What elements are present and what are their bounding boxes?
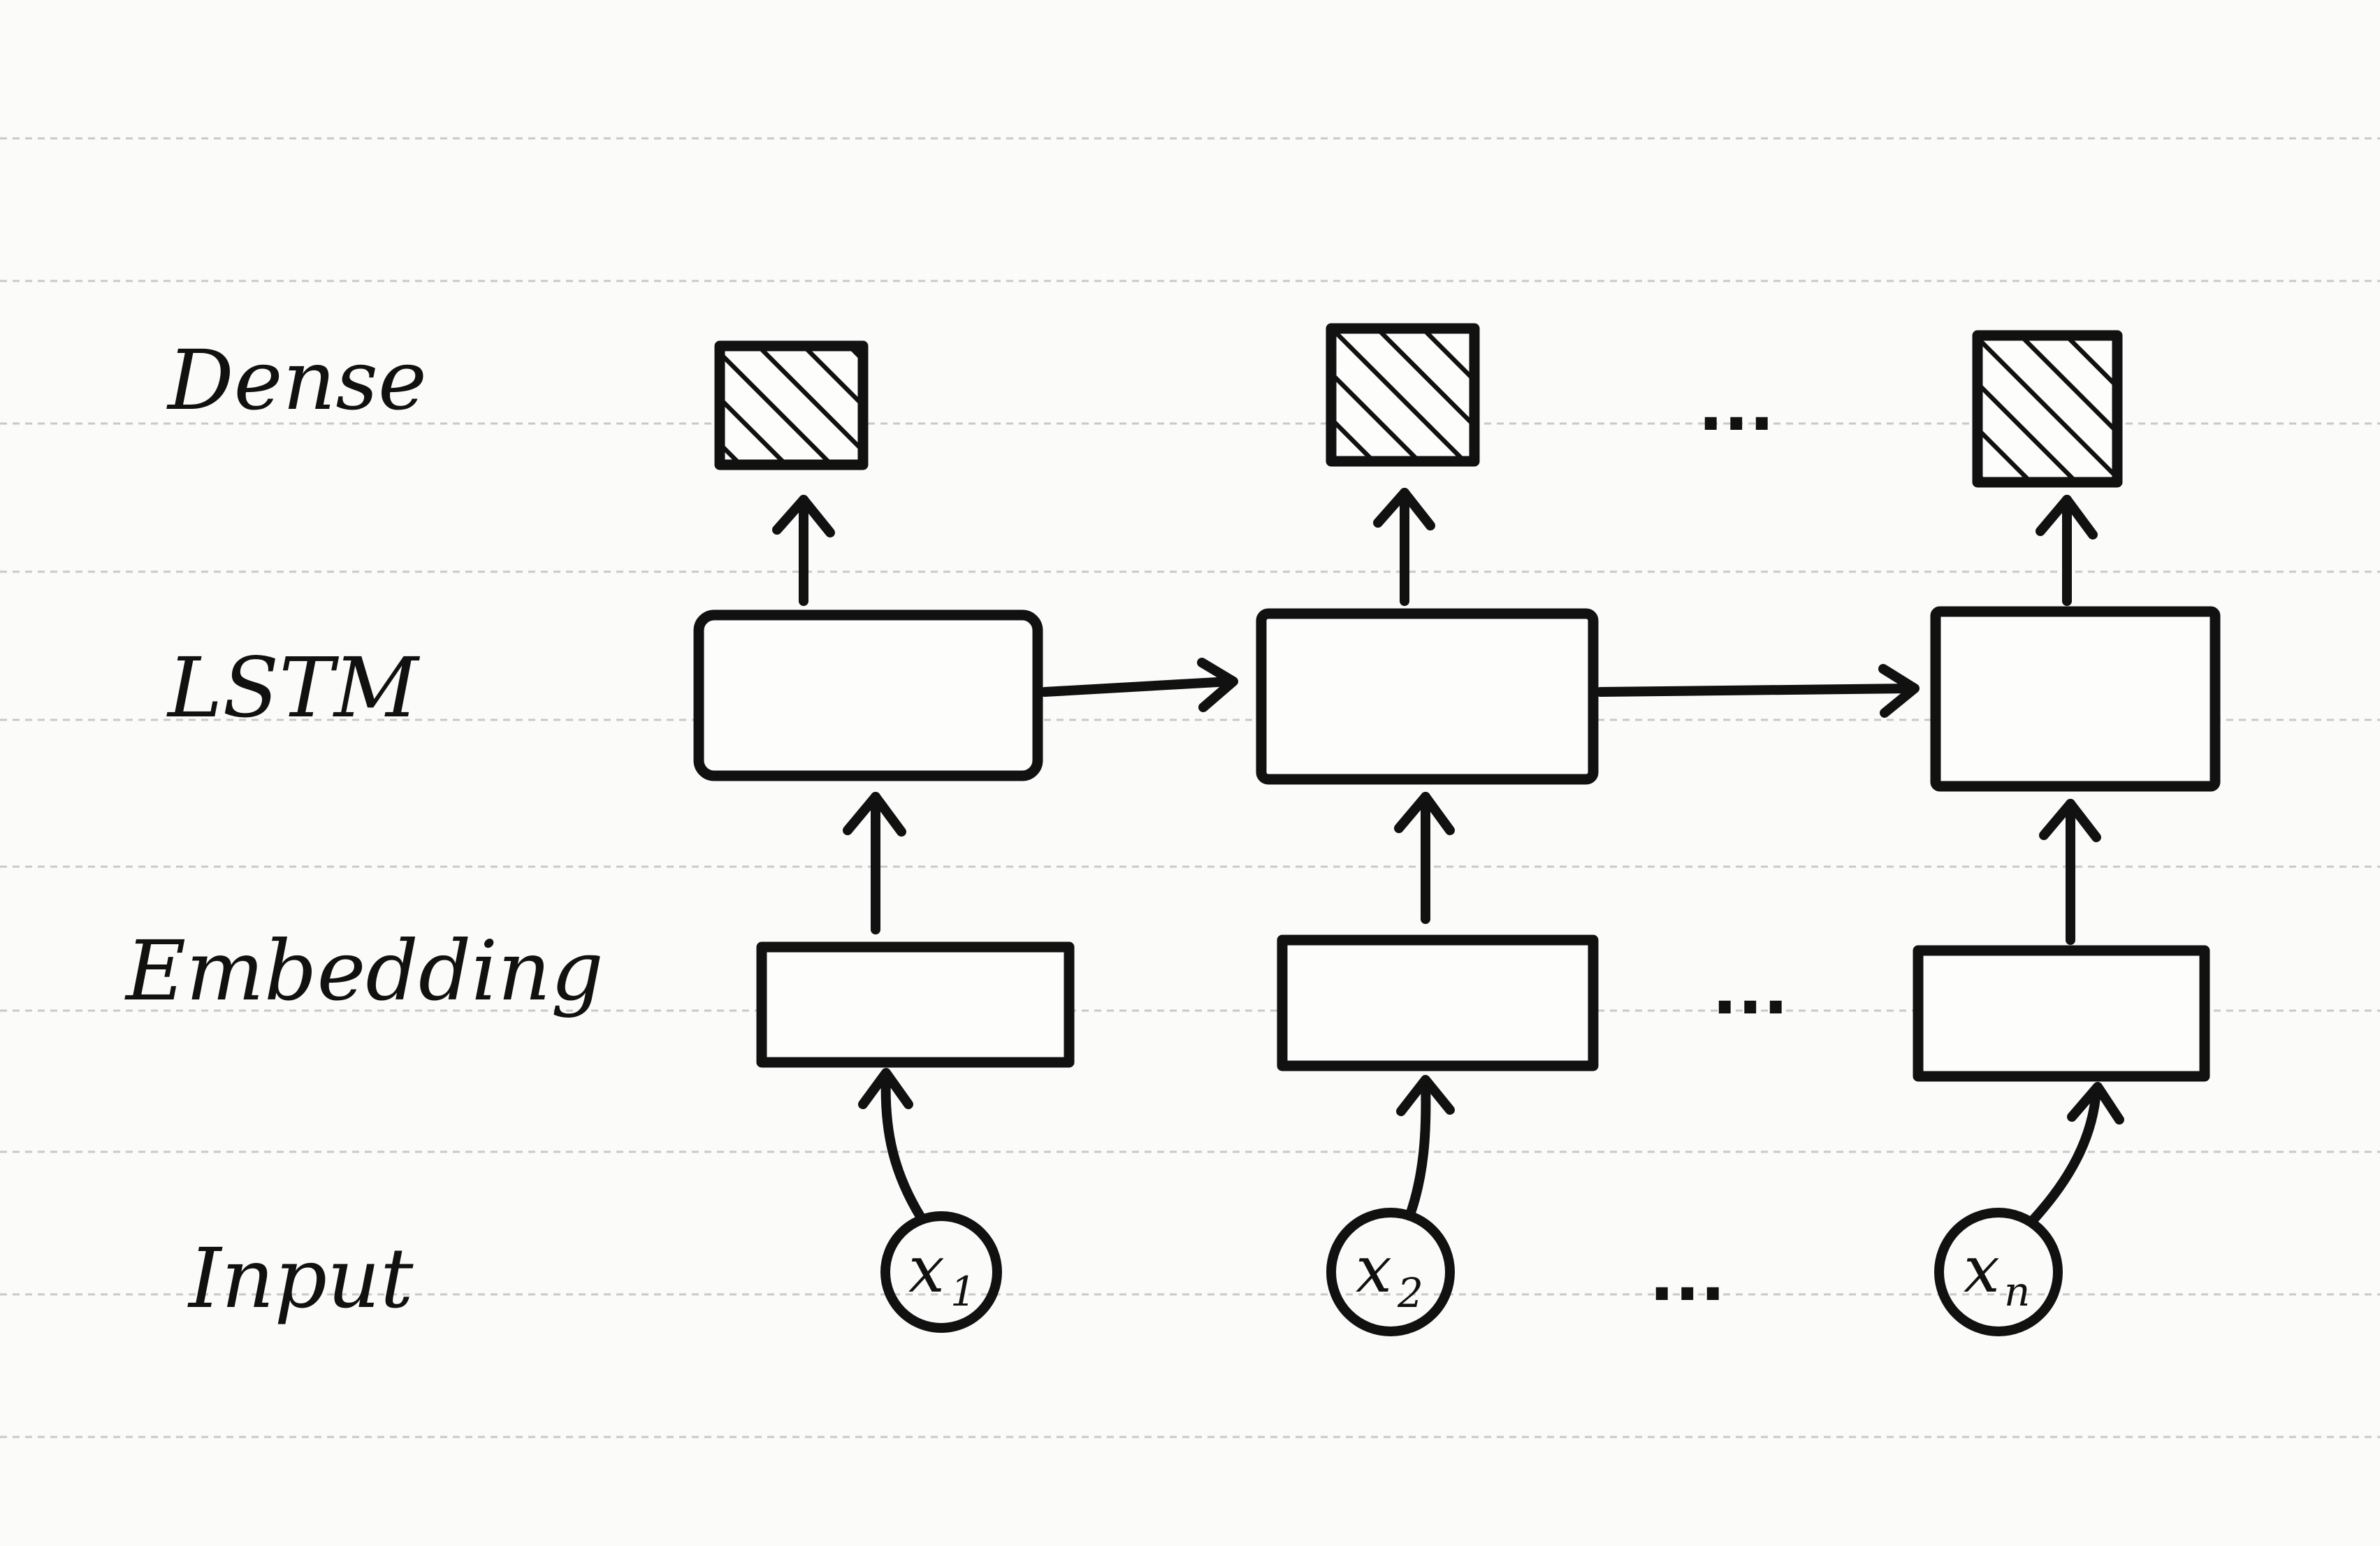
arrow-embedding-to-lstm-3 xyxy=(2039,799,2101,945)
svg-text:x: x xyxy=(908,1232,945,1307)
arrow-embedding-to-lstm-2 xyxy=(1394,792,1455,924)
arrow-input-to-embedding-3 xyxy=(2029,1082,2124,1224)
notebook-rules xyxy=(0,137,2380,1438)
embedding-box-1 xyxy=(756,941,1075,1068)
lstm-label: LSTM xyxy=(166,640,421,736)
lstm-box-3 xyxy=(1930,606,2221,792)
input-label: Input xyxy=(187,1230,414,1327)
embedding-box-3 xyxy=(1913,945,2210,1082)
svg-text:n: n xyxy=(2004,1268,2030,1315)
arrow-embedding-to-lstm-1 xyxy=(843,792,906,934)
embedding-ellipsis: ... xyxy=(1712,951,1788,1030)
lstm-box-2 xyxy=(1256,608,1599,785)
arrow-input-to-embedding-1 xyxy=(858,1068,926,1222)
arrow-lstm-to-dense-1 xyxy=(772,495,835,606)
dense-ellipsis: ... xyxy=(1698,368,1774,446)
input-node-3: x n xyxy=(1934,1208,2063,1336)
svg-text:x: x xyxy=(1356,1232,1392,1307)
input-node-1: x 1 xyxy=(880,1211,1002,1333)
input-ellipsis: ... xyxy=(1649,1238,1725,1316)
lstm-box-1 xyxy=(693,609,1043,781)
svg-text:1: 1 xyxy=(950,1268,976,1315)
dense-label: Dense xyxy=(166,332,427,428)
svg-text:x: x xyxy=(1964,1232,2000,1307)
arrow-lstm-to-dense-3 xyxy=(2036,495,2098,606)
svg-text:2: 2 xyxy=(1397,1269,1423,1317)
input-node-2: x 2 xyxy=(1326,1208,1455,1336)
arrow-lstm-recurrent-1 xyxy=(1040,658,1238,712)
embedding-label: Embedding xyxy=(124,923,604,1019)
embedding-box-2 xyxy=(1277,934,1599,1071)
dense-box-2 xyxy=(1326,323,1480,467)
dense-box-1 xyxy=(714,340,869,470)
arrow-lstm-to-dense-2 xyxy=(1373,488,1435,606)
arrow-input-to-embedding-2 xyxy=(1396,1075,1455,1220)
arrow-lstm-recurrent-2 xyxy=(1595,664,1920,718)
dense-box-3 xyxy=(1972,330,2123,488)
